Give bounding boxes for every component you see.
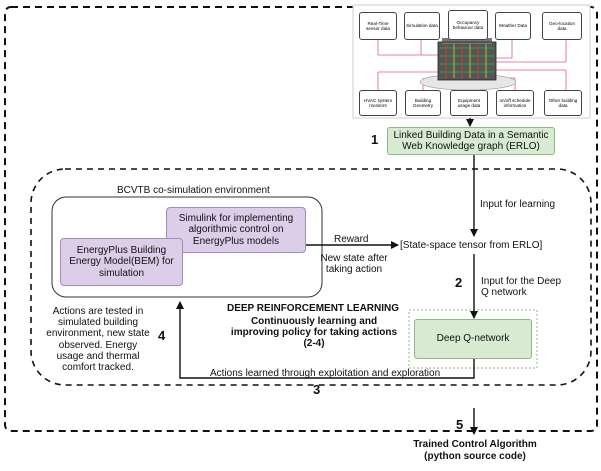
kg-input-pill-5: Geo-location data xyxy=(542,12,582,40)
trained-control-subtitle: (python source code) xyxy=(424,451,526,462)
kg-input-pill-4: Weather Data xyxy=(495,12,531,40)
kg-input-pill-7: Building Geometry xyxy=(405,90,441,116)
kg-input-pill-2: Simulation data xyxy=(404,12,440,40)
drl-title: DEEP REINFORCEMENT LEARNING xyxy=(226,303,400,314)
dqn-dotted-frame xyxy=(408,309,538,369)
step-4-number: 4 xyxy=(158,328,166,343)
dqn-box: Deep Q-network xyxy=(414,319,532,359)
actions-tested-text: Actions are tested in simulated building… xyxy=(46,306,150,373)
step-3-number: 3 xyxy=(313,382,321,397)
ldb-graph-box: Linked Building Data in a Semantic Web K… xyxy=(387,127,555,155)
state-tensor-node: [State-space tensor from ERLO] xyxy=(400,240,543,251)
kg-input-pill-6: HVAC system monitors xyxy=(359,90,397,116)
input-learning-label: Input for learning xyxy=(480,199,556,210)
drl-subtitle: Continuously learning and improving poli… xyxy=(230,316,398,350)
building-model-picture xyxy=(419,38,517,91)
energyplus-box: EnergyPlus Building Energy Model(BEM) fo… xyxy=(60,238,183,286)
new-state-label: New state after taking action xyxy=(320,253,388,276)
simulink-box: Simulink for implementing algorithmic co… xyxy=(166,207,306,253)
outer-dashed-frame xyxy=(4,6,598,432)
step-5-number: 5 xyxy=(456,417,464,432)
trained-control-title: Trained Control Algorithm xyxy=(413,439,537,450)
step-2-number: 2 xyxy=(455,275,463,290)
bcvtb-title: BCVTB co-simulation environment xyxy=(117,185,270,196)
arrow-actions-loop xyxy=(176,301,475,379)
drl-dashed-region xyxy=(30,168,592,386)
kg-input-pill-3: Occupancy behaviour data xyxy=(448,10,488,40)
actions-learned-label: Actions learned through exploitation and… xyxy=(210,368,441,379)
input-dqn-label: Input for the Deep Q network xyxy=(481,276,562,299)
kg-input-pill-1: Real-Time sensor data xyxy=(359,12,397,40)
kg-input-pill-10: Other building data xyxy=(544,90,582,116)
kg-input-pill-9: on/off schedule information xyxy=(496,90,534,116)
kg-input-pill-8: Equipment usage data xyxy=(450,90,488,116)
step-1-number: 1 xyxy=(371,132,379,147)
reward-label: Reward xyxy=(334,234,369,245)
